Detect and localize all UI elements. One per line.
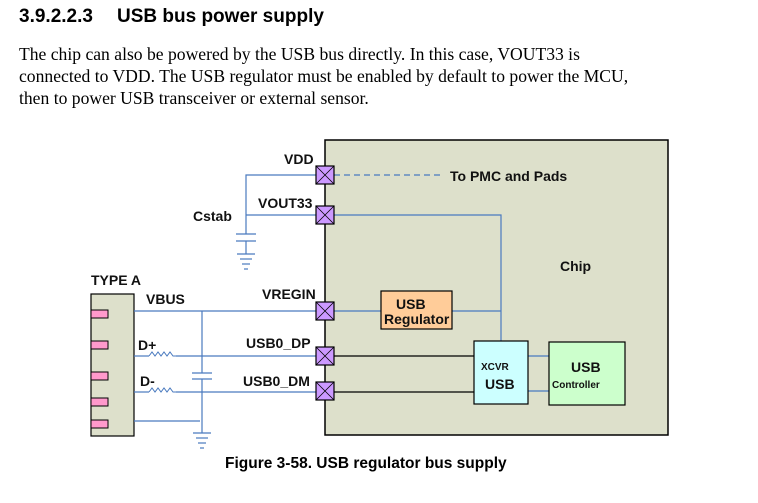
pin-label-vout33: VOUT33 (258, 195, 313, 211)
cstab-label: Cstab (193, 208, 232, 224)
figure-caption: Figure 3-58. USB regulator bus supply (225, 455, 507, 472)
pad-vdd (315, 165, 335, 185)
connector-pin (90, 340, 109, 350)
usb-xcvr-block (473, 340, 529, 405)
dplus-label: D+ (138, 337, 156, 353)
pad-vregin (315, 301, 335, 321)
cstab-capacitor-symbol (236, 233, 256, 254)
section-title: USB bus power supply (117, 6, 324, 27)
paragraph-line: The chip can also be powered by the USB … (19, 44, 580, 64)
pin-label-usb0-dm: USB0_DM (243, 373, 310, 389)
chip-label: Chip (560, 258, 591, 274)
usb-regulator-block (380, 290, 453, 330)
regulator-label-line1: USB (396, 296, 426, 312)
usb-controller-block (548, 341, 626, 406)
vbus-ground-icon (193, 432, 211, 449)
vbus-label: VBUS (146, 291, 185, 307)
connector-pin (90, 371, 109, 381)
connector-pin (90, 309, 109, 319)
dminus-resistor-symbol (148, 387, 176, 393)
controller-label-line1: USB (571, 359, 601, 375)
connector-pin (90, 397, 109, 407)
vout33-internal-wire (334, 214, 502, 341)
pin-label-vdd: VDD (284, 151, 314, 167)
pad-usb0-dp (315, 346, 335, 366)
vdd-external-wire (245, 174, 316, 234)
xcvr-label-line1: XCVR (481, 362, 510, 373)
xcvr-label-line2: USB (485, 376, 515, 392)
body-paragraph: The chip can also be powered by the USB … (19, 43, 758, 109)
dminus-label: D- (140, 373, 155, 389)
pad-vout33 (315, 205, 335, 225)
section-number: 3.9.2.2.3 (19, 6, 93, 27)
paragraph-line: then to power USB transceiver or externa… (19, 88, 369, 108)
section-heading: 3.9.2.2.3 USB bus power supply (19, 6, 324, 28)
dplus-resistor-symbol (148, 351, 176, 357)
paragraph-line: connected to VDD. The USB regulator must… (19, 66, 629, 86)
pad-usb0-dm (315, 381, 335, 401)
connector-pins (90, 309, 109, 429)
pin-label-usb0-dp: USB0_DP (246, 335, 311, 351)
pmc-label: To PMC and Pads (450, 168, 567, 184)
connector-pin (90, 419, 109, 429)
pin-label-vregin: VREGIN (262, 286, 316, 302)
regulator-label-line2: Regulator (384, 311, 450, 327)
cstab-ground-icon (237, 253, 255, 270)
vbus-capacitor-symbol (192, 311, 212, 433)
controller-label-line2: Controller (552, 380, 600, 391)
connector-label: TYPE A (91, 272, 141, 288)
